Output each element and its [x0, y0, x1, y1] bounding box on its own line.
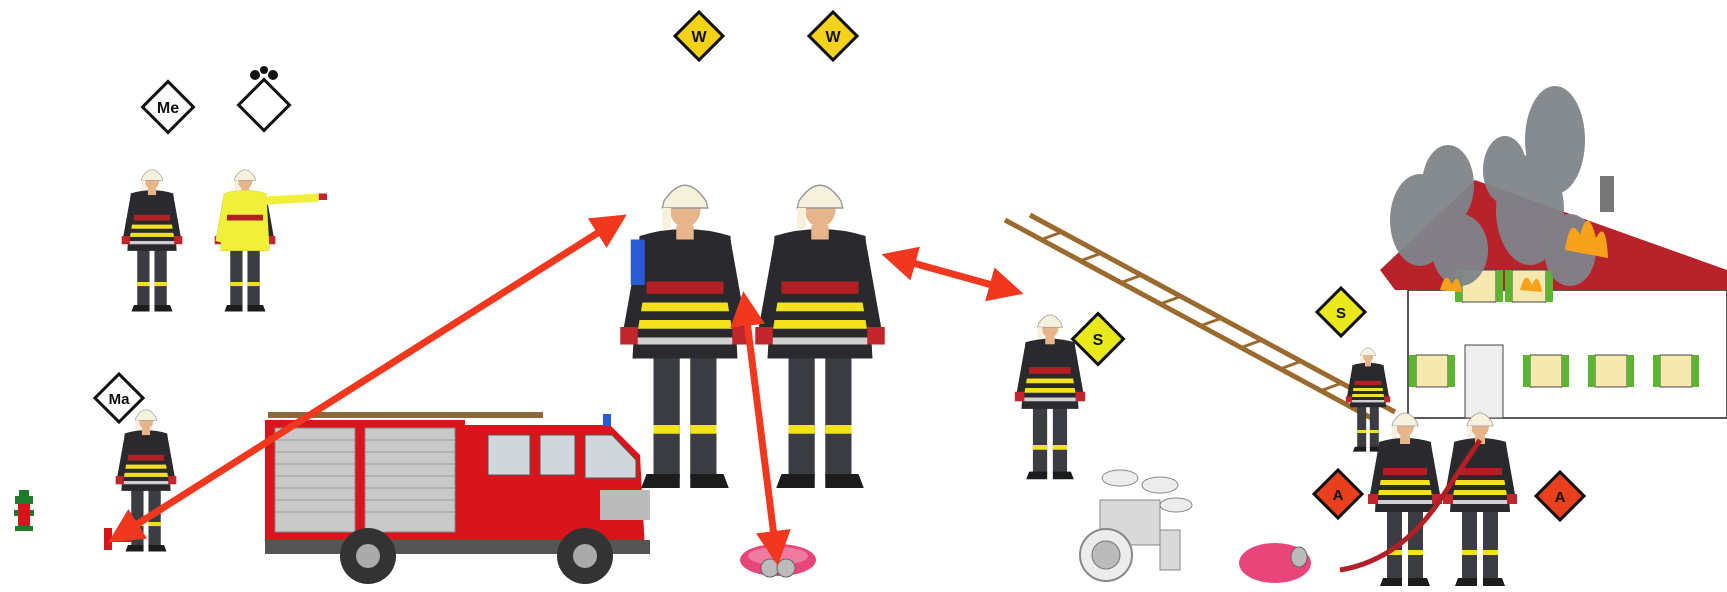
hose-roll-small-icon	[1239, 543, 1311, 583]
badge-w1-label: W	[691, 29, 707, 46]
badge-w1: W	[675, 12, 723, 60]
badge-w2: W	[809, 12, 857, 60]
badge-me: Me	[143, 82, 194, 133]
badge-s2-label: S	[1336, 305, 1346, 322]
badge-ma-label: Ma	[109, 391, 130, 408]
badge-a2: A	[1536, 472, 1584, 520]
badge-s1: S	[1073, 314, 1124, 365]
badge-me-label: Me	[157, 100, 179, 117]
badge-a1: A	[1314, 470, 1362, 518]
firefighter-a1	[1368, 413, 1442, 586]
firefighter-s2	[1346, 348, 1390, 452]
badge-ma: Ma	[95, 374, 143, 422]
burning-house-icon	[1380, 86, 1727, 418]
badge-melder	[239, 66, 290, 130]
firefighter-me	[122, 170, 183, 312]
badge-a1-label: A	[1333, 487, 1344, 504]
firefighter-w1	[620, 185, 750, 488]
dividing-breeching-icon	[1080, 470, 1192, 581]
firefighter-w2	[755, 185, 885, 488]
arrow-wteam-to-ladder	[895, 258, 1010, 290]
hydrant-icon	[14, 490, 34, 531]
badge-s2: S	[1317, 288, 1365, 336]
badge-a2-label: A	[1555, 489, 1566, 506]
firefighter-commander	[215, 170, 327, 312]
badge-w2-label: W	[825, 29, 841, 46]
badge-s1-label: S	[1093, 332, 1104, 349]
fire-truck-icon	[265, 412, 650, 584]
firefighter-a2	[1443, 413, 1517, 586]
